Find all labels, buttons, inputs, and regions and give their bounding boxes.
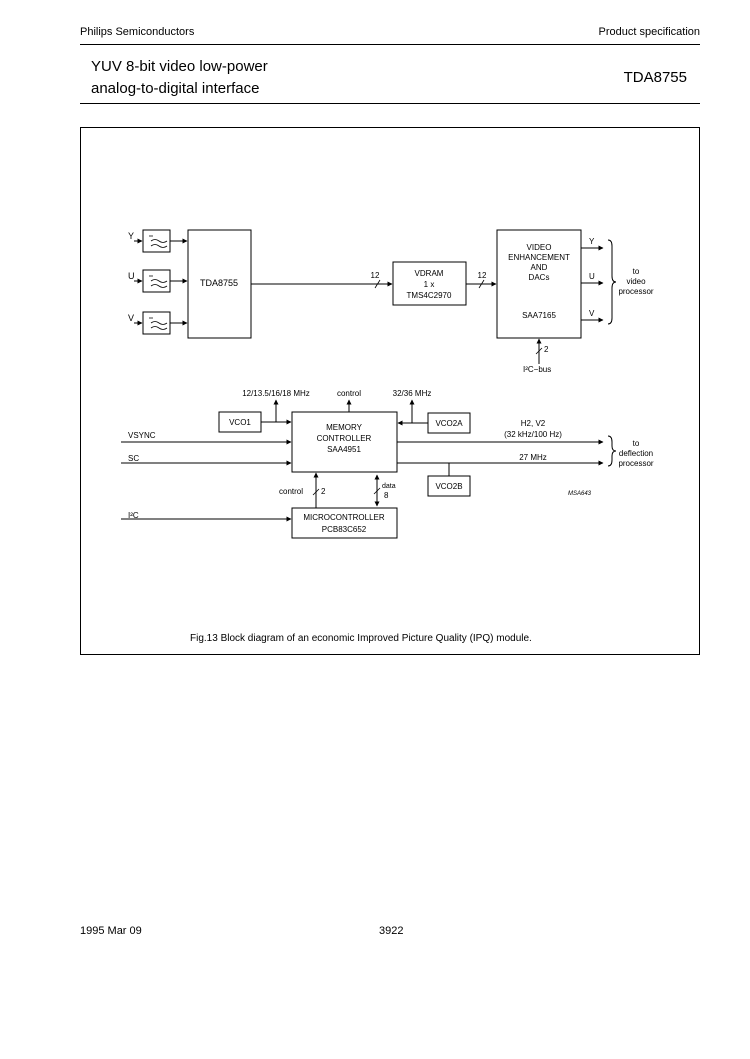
to-video-3: processor: [618, 287, 653, 296]
control-top-label: control: [337, 389, 361, 398]
vdram-line3: TMS4C2970: [407, 291, 452, 300]
freq-27-label: 27 MHz: [519, 453, 547, 462]
filter-symbol-icon: [149, 275, 168, 288]
sc-label: SC: [128, 454, 139, 463]
header-rule-top: [80, 44, 700, 45]
input-channel-v: V: [128, 311, 188, 335]
part-number: TDA8755: [623, 69, 687, 86]
input-label-u: U: [128, 271, 135, 281]
output-label-v: V: [589, 309, 595, 318]
bus-width-1: 12: [371, 271, 380, 280]
output-label-u: U: [589, 272, 595, 281]
ve-line1: VIDEO: [527, 243, 552, 252]
deflection-output-brace: [607, 435, 617, 467]
ve-line3: AND: [531, 263, 548, 272]
filter-symbol-icon: [149, 317, 168, 330]
control-bottom-label: control: [279, 487, 303, 496]
lowpass-filter-3: [142, 311, 171, 335]
adc-label: TDA8755: [200, 278, 238, 288]
to-video-2: video: [626, 277, 646, 286]
figure-frame: Y U V TDA8755 12 VDRAM 1 x TMS4C2970 12 …: [80, 127, 700, 655]
document-type: Product specification: [598, 26, 701, 38]
mem-line1: MEMORY: [326, 423, 363, 432]
micro-line1: MICROCONTROLLER: [303, 513, 385, 522]
figure-caption: Fig.13 Block diagram of an economic Impr…: [190, 633, 532, 644]
h2v2-label: H2, V2: [521, 419, 546, 428]
vsync-label: VSYNC: [128, 431, 156, 440]
video-output-brace: [607, 239, 617, 325]
to-defl-2: deflection: [619, 449, 653, 458]
data-width: 8: [384, 491, 389, 500]
input-label-v: V: [128, 313, 134, 323]
vco2a-label: VCO2A: [435, 419, 463, 428]
mem-line3: SAA4951: [327, 445, 361, 454]
filter-symbol-icon: [149, 235, 168, 248]
block-diagram: Y U V TDA8755 12 VDRAM 1 x TMS4C2970 12 …: [121, 229, 654, 539]
header-rule-bottom: [80, 103, 700, 104]
footer-date: 1995 Mar 09: [80, 925, 142, 937]
microcontroller-block: [291, 507, 398, 539]
i2c-input-label: I²C: [128, 511, 139, 520]
input-channel-y: Y: [128, 229, 188, 253]
doc-title-line1: YUV 8-bit video low-power: [91, 58, 268, 75]
video-enhancement-block: [496, 229, 582, 339]
mem-line2: CONTROLLER: [317, 434, 372, 443]
lowpass-filter-2: [142, 269, 171, 293]
input-label-y: Y: [128, 231, 134, 241]
vdram-line2: 1 x: [424, 280, 435, 289]
data-label: data: [382, 483, 396, 490]
vdram-line1: VDRAM: [415, 269, 444, 278]
control-width: 2: [321, 487, 326, 496]
to-defl-3: processor: [618, 459, 653, 468]
input-channel-u: U: [128, 269, 188, 293]
i2c-bus-width: 2: [544, 345, 549, 354]
company-name: Philips Semiconductors: [80, 26, 195, 38]
ve-line4: DACs: [529, 273, 550, 282]
vco1-frequency: 12/13.5/16/18 MHz: [242, 389, 310, 398]
diagram-code: MSA643: [568, 491, 592, 497]
micro-line2: PCB83C652: [322, 525, 367, 534]
bus-width-2: 12: [478, 271, 487, 280]
ve-part: SAA7165: [522, 311, 556, 320]
i2c-bus-label: I²C−bus: [523, 365, 551, 374]
h2v2-frequency: (32 kHz/100 Hz): [504, 430, 562, 439]
output-label-y: Y: [589, 237, 595, 246]
to-video-1: to: [633, 267, 640, 276]
lowpass-filter-1: [142, 229, 171, 253]
footer-page: 3922: [379, 925, 404, 937]
ve-line2: ENHANCEMENT: [508, 253, 570, 262]
doc-title-line2: analog-to-digital interface: [91, 80, 260, 97]
vco2-frequency: 32/36 MHz: [393, 389, 432, 398]
vco1-label: VCO1: [229, 418, 251, 427]
vco2b-label: VCO2B: [435, 482, 462, 491]
to-defl-1: to: [633, 439, 640, 448]
